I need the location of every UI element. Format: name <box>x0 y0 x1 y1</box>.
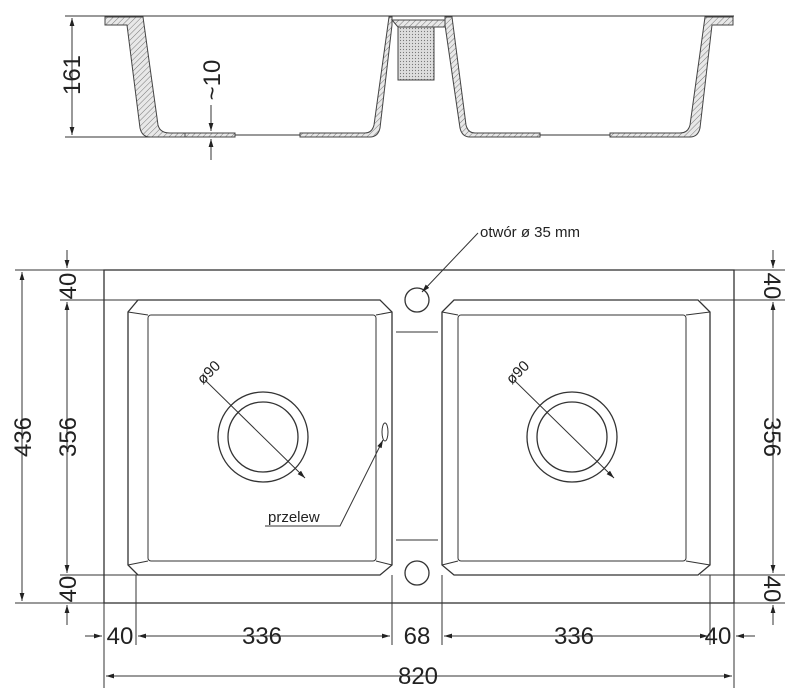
total-depth-label: 436 <box>10 417 37 457</box>
left-top-margin-label: 40 <box>55 273 82 300</box>
left-bowl-section <box>104 16 186 138</box>
bottom-thickness-label: ~10 <box>199 60 226 101</box>
left-bowl: ø90 <box>127 299 393 576</box>
overflow-label: przelew <box>268 509 320 526</box>
bottom-right-bowl-label: 336 <box>554 623 594 650</box>
right-bowl: ø90 <box>441 299 711 576</box>
right-drain-label: ø90 <box>503 358 533 388</box>
middle-insulation <box>397 26 435 81</box>
right-bowl-section <box>444 16 541 138</box>
right-bowl-depth-label: 356 <box>758 417 785 457</box>
right-top-margin-label: 40 <box>758 273 785 300</box>
right-drain <box>526 391 618 483</box>
section-view: 161 ~10 <box>59 15 734 160</box>
bottom-left-margin-label: 40 <box>107 623 134 650</box>
sink-outline <box>103 269 735 604</box>
depth-label: 161 <box>59 55 86 95</box>
left-drain-label: ø90 <box>194 358 224 388</box>
left-bottom-margin-label: 40 <box>55 576 82 603</box>
left-drain <box>217 391 309 483</box>
left-bowl-depth-label: 356 <box>55 417 82 457</box>
bottom-right-margin-label: 40 <box>705 623 732 650</box>
right-bottom-margin-label: 40 <box>758 576 785 603</box>
bottom-left-bowl-label: 336 <box>242 623 282 650</box>
tap-hole-label: otwór ø 35 mm <box>480 224 580 241</box>
tap-hole <box>404 287 430 313</box>
bottom-middle-label: 68 <box>404 623 431 650</box>
top-view: ø90 ø90 otwór ø 35 mm przelew 436 <box>10 224 785 690</box>
overflow <box>381 422 389 442</box>
total-width-label: 820 <box>398 663 438 690</box>
